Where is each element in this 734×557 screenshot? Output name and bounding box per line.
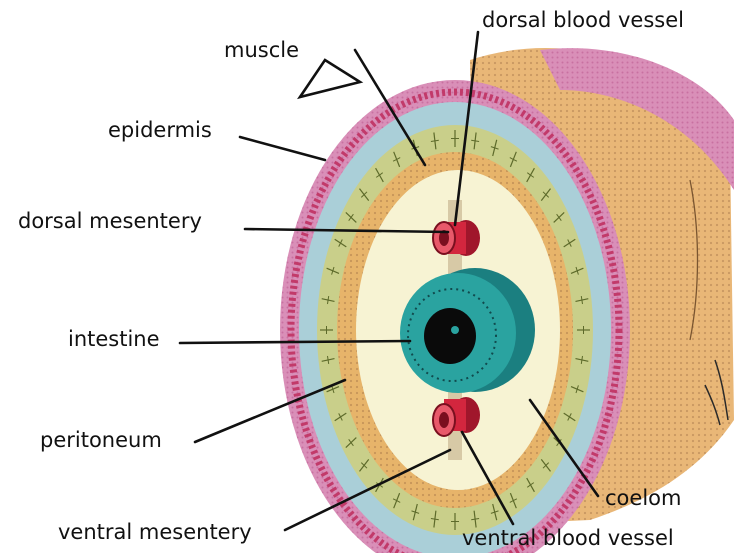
label-muscle: muscle <box>224 40 299 61</box>
label-dorsal-mesentery: dorsal mesentery <box>18 211 202 232</box>
leader-epidermis <box>240 137 325 160</box>
label-peritoneum: peritoneum <box>40 430 162 451</box>
label-ventral-blood-vessel: ventral blood vessel <box>462 528 674 549</box>
label-dorsal-blood-vessel: dorsal blood vessel <box>482 10 684 31</box>
dorsal-blood-vessel-shape <box>433 220 480 256</box>
label-intestine: intestine <box>68 329 160 350</box>
label-epidermis: epidermis <box>108 120 212 141</box>
label-ventral-mesentery: ventral mesentery <box>58 522 252 543</box>
leader-muscle-left <box>300 60 360 97</box>
label-coelom: coelom <box>605 488 681 509</box>
